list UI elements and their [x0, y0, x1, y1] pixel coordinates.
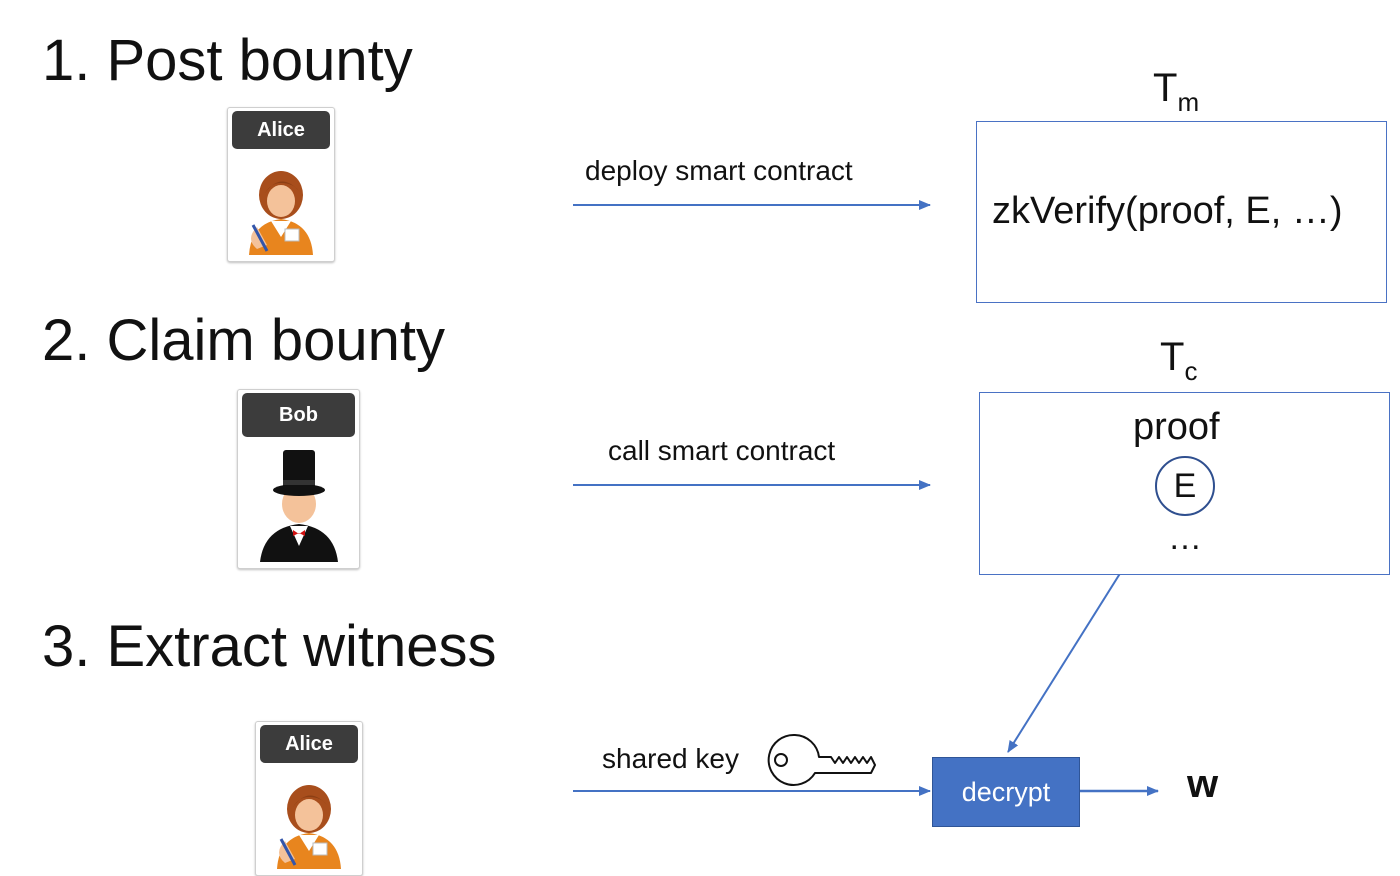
tx-m-subscript: m	[1177, 87, 1200, 117]
ellipsis-field: …	[1168, 519, 1202, 557]
key-icon	[767, 733, 876, 786]
step-1-title: 1. Post bounty	[42, 28, 413, 93]
alice-card-step1: Alice	[227, 107, 335, 262]
step-2-title: 2. Claim bounty	[42, 308, 445, 373]
witness-output: w	[1187, 762, 1219, 806]
deploy-smart-contract-label: deploy smart contract	[585, 155, 853, 186]
bob-avatar-icon	[238, 446, 359, 564]
tx-c-box: proof E …	[979, 392, 1390, 575]
step-3-title: 3. Extract witness	[42, 614, 497, 679]
actor-label: Alice	[232, 111, 330, 149]
shared-key-label: shared key	[602, 743, 739, 774]
ciphertext-label: E	[1173, 466, 1197, 505]
proof-field: proof	[1133, 406, 1220, 448]
zkverify-call: zkVerify(proof, E, …)	[992, 190, 1343, 232]
ciphertext-circle: E	[1155, 456, 1215, 516]
call-smart-contract-label: call smart contract	[608, 435, 836, 466]
decrypt-box: decrypt	[932, 757, 1080, 827]
tx-c-label: Tc	[1160, 335, 1197, 387]
alice-card-step3: Alice	[255, 721, 363, 876]
alice-avatar-icon	[256, 779, 362, 871]
alice-avatar-icon	[228, 165, 334, 257]
bob-card-step2: Bob	[237, 389, 360, 569]
tx-m-symbol: T	[1153, 66, 1178, 110]
tx-c-symbol: T	[1160, 335, 1185, 379]
actor-label: Alice	[260, 725, 358, 763]
tx-m-box: zkVerify(proof, E, …)	[976, 121, 1387, 303]
tx-c-subscript: c	[1184, 356, 1198, 386]
tx-m-label: Tm	[1153, 66, 1199, 118]
decrypt-label: decrypt	[961, 776, 1051, 807]
actor-label: Bob	[242, 393, 355, 437]
